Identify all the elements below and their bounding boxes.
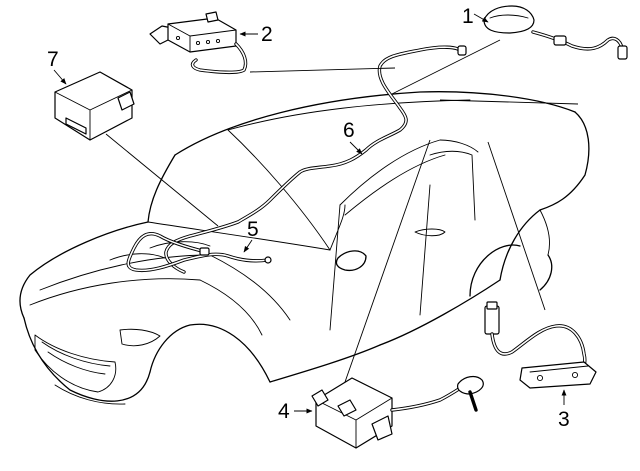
callout-7: 7 bbox=[47, 48, 67, 85]
callout-2: 2 bbox=[239, 23, 273, 46]
part-antenna-module bbox=[483, 5, 628, 60]
callout-label-6: 6 bbox=[343, 119, 355, 142]
callout-5: 5 bbox=[243, 218, 259, 253]
part-hood-cable bbox=[126, 231, 272, 273]
callout-1: 1 bbox=[462, 5, 489, 28]
part-control-module bbox=[54, 71, 135, 141]
callout-3: 3 bbox=[558, 389, 570, 431]
leader-lines bbox=[105, 39, 579, 383]
callout-label-4: 4 bbox=[278, 400, 290, 423]
callout-label-2: 2 bbox=[261, 23, 273, 46]
callout-label-7: 7 bbox=[47, 48, 59, 71]
part-roof-cable bbox=[164, 45, 467, 274]
callout-6: 6 bbox=[343, 119, 363, 155]
part-bracket-module bbox=[149, 11, 248, 74]
car-body-outline bbox=[19, 91, 590, 405]
part-sensor-module bbox=[484, 301, 597, 389]
callout-4: 4 bbox=[278, 400, 313, 423]
part-receiver-module bbox=[311, 375, 484, 449]
callout-label-1: 1 bbox=[462, 5, 474, 28]
callout-label-3: 3 bbox=[558, 408, 570, 431]
callout-label-5: 5 bbox=[247, 218, 259, 241]
